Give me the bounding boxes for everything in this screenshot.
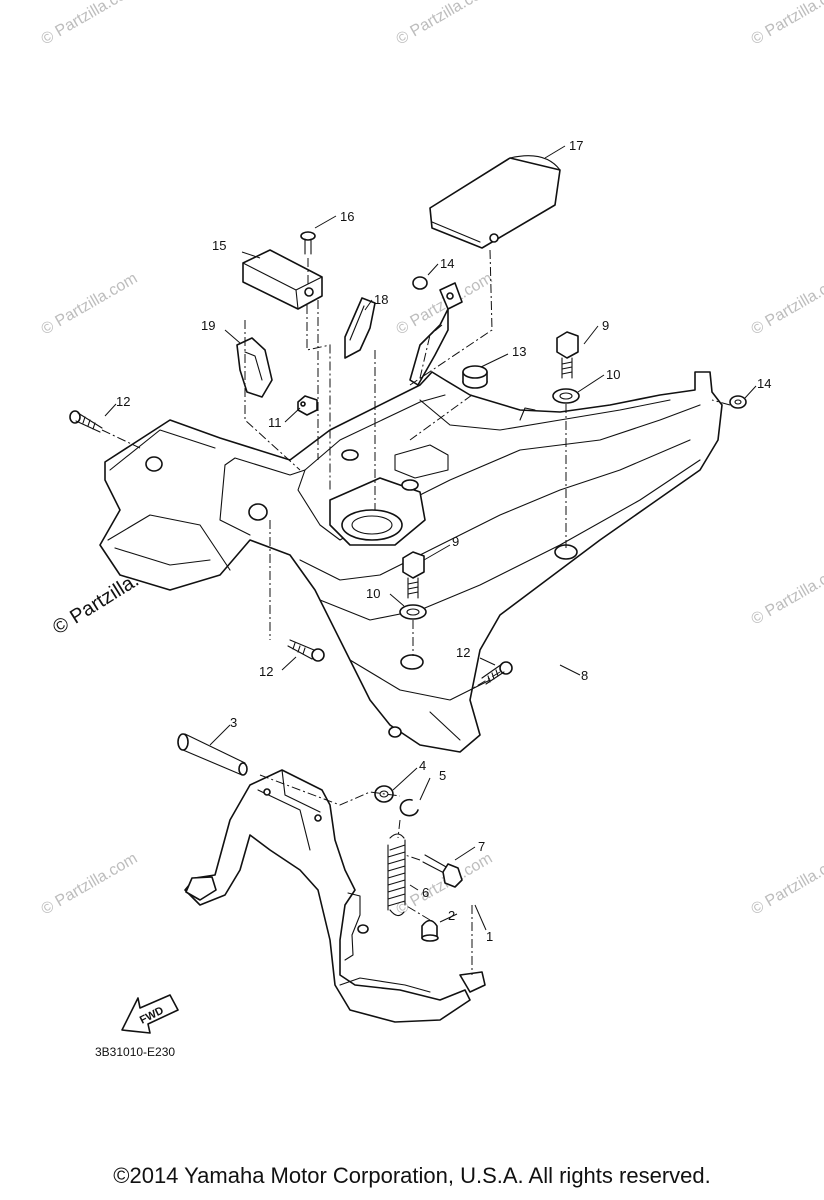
callout-14: 14 (757, 376, 771, 391)
diagram-code: 3B31010-E230 (95, 1045, 175, 1059)
watermark: © Partzilla.com (39, 850, 141, 919)
callout-4: 4 (419, 758, 426, 773)
callout-16: 16 (340, 209, 354, 224)
part-15-lid (242, 249, 323, 310)
part-2-cap (421, 919, 439, 942)
callout-12: 12 (456, 645, 470, 660)
callout-13: 13 (512, 344, 526, 359)
part-9-bolt-lower (402, 551, 425, 599)
fwd-arrow-icon: FWD (121, 994, 179, 1034)
watermark: © Partzilla.com (39, 0, 141, 48)
callout-5: 5 (439, 768, 446, 783)
part-17-cover (429, 155, 561, 249)
part-11-nut (297, 395, 318, 416)
part-10-washer-lower (399, 604, 427, 620)
part-14-grommet-right (729, 395, 747, 409)
watermark: © Partzilla.com (394, 850, 496, 919)
part-6-spring (387, 833, 406, 917)
callout-14: 14 (440, 256, 454, 271)
part-18-bracket (344, 297, 376, 359)
watermark: © Partzilla.com (394, 0, 496, 48)
watermark: © Partzilla.com (749, 270, 824, 339)
callout-7: 7 (478, 839, 485, 854)
part-12-screw-left (69, 410, 103, 433)
watermark: © Partzilla.com (39, 270, 141, 339)
part-13-grommet (462, 365, 488, 389)
part-7-bolt (422, 854, 463, 888)
part-16-screw (300, 231, 316, 286)
part-14-grommet (409, 276, 463, 386)
copyright-notice: ©2014 Yamaha Motor Corporation, U.S.A. A… (113, 1163, 711, 1188)
part-12-screw-right (481, 661, 513, 685)
callout-10: 10 (366, 586, 380, 601)
assembly-lines (101, 249, 731, 975)
part-1-center-stand (184, 769, 486, 1023)
part-12-screw-middle (287, 639, 325, 662)
part-19-clip (236, 337, 273, 398)
callout-15: 15 (212, 238, 226, 253)
callout-2: 2 (448, 908, 455, 923)
callout-19: 19 (201, 318, 215, 333)
callout-8: 8 (581, 668, 588, 683)
callout-12: 12 (259, 664, 273, 679)
callout-17: 17 (569, 138, 583, 153)
callouts: 17 16 15 14 18 19 9 13 10 14 12 11 9 10 … (116, 138, 771, 944)
watermark: © Partzilla.com (749, 850, 824, 919)
callout-12: 12 (116, 394, 130, 409)
watermark: © Partzilla.com (749, 0, 824, 48)
callout-1: 1 (486, 929, 493, 944)
leader-lines (104, 145, 757, 931)
callout-6: 6 (422, 885, 429, 900)
part-5-clip (399, 798, 419, 817)
watermark: © Partzilla.com (749, 560, 824, 629)
callout-11: 11 (268, 415, 282, 430)
callout-10: 10 (606, 367, 620, 382)
callout-9: 9 (602, 318, 609, 333)
part-3-pivot-bolt (177, 733, 248, 776)
part-9-bolt-upper (556, 331, 579, 379)
part-10-washer-upper (552, 388, 580, 404)
callout-18: 18 (374, 292, 388, 307)
callout-3: 3 (230, 715, 237, 730)
callout-9: 9 (452, 534, 459, 549)
